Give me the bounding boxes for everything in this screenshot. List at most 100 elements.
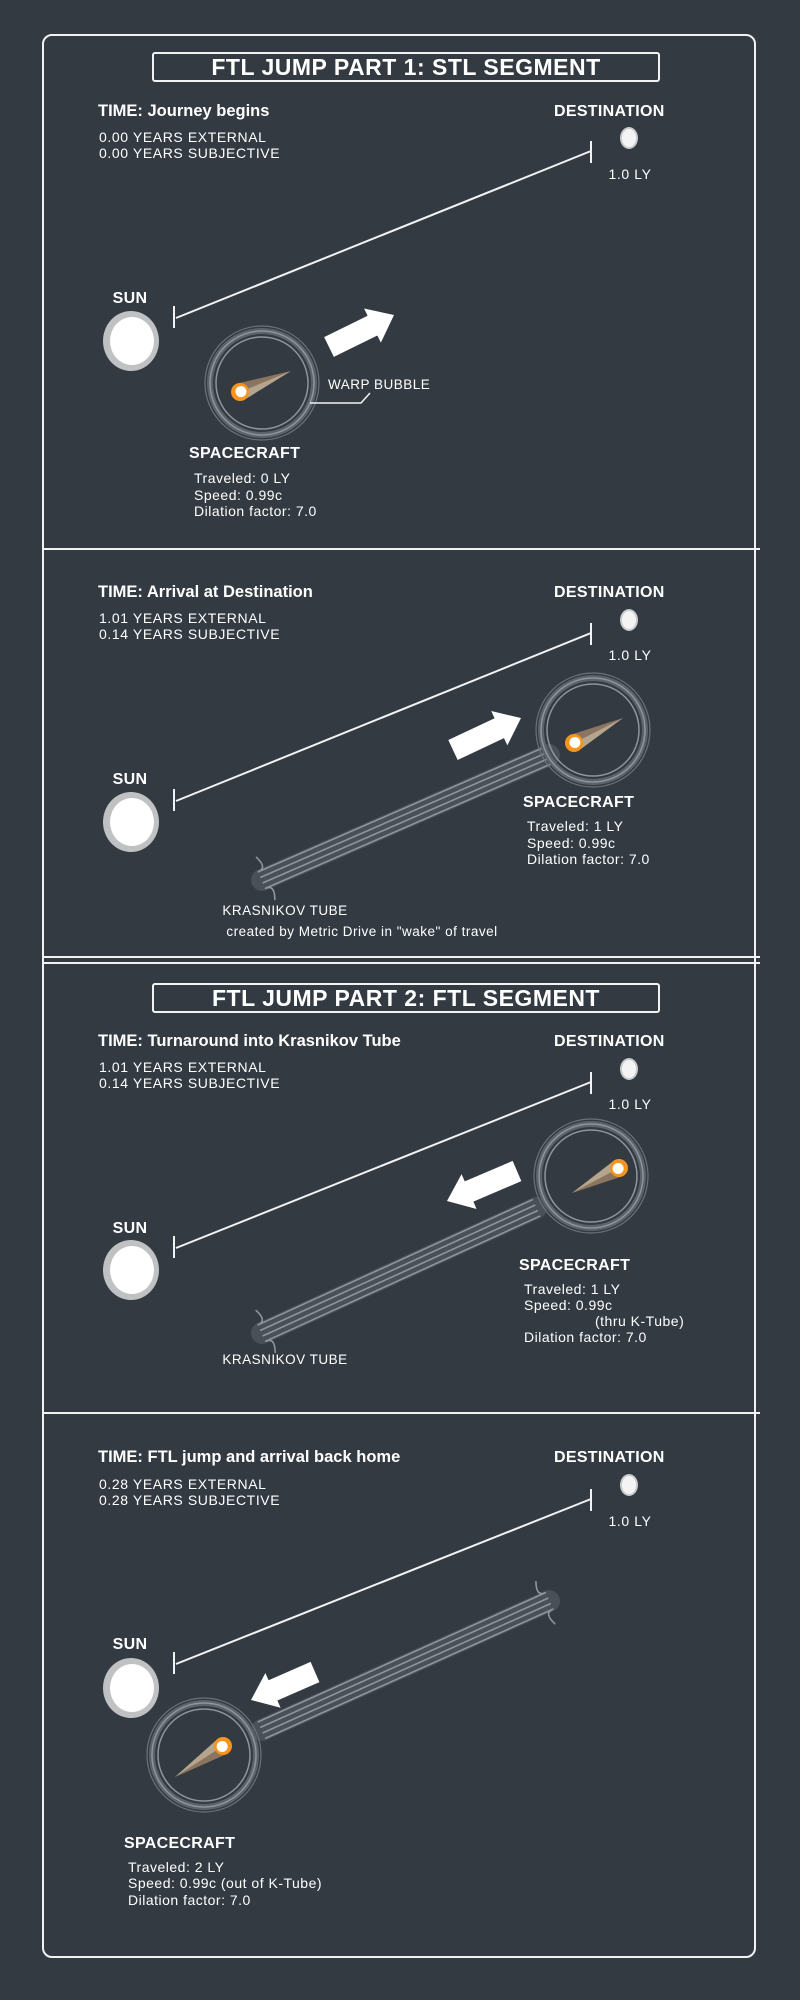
spacecraft-label: SPACECRAFT: [124, 1835, 236, 1852]
subjective-years: 0.14 YEARS SUBJECTIVE: [99, 626, 281, 642]
traveled-stat: Traveled: 1 LY: [524, 1281, 621, 1297]
tube-flare: [264, 886, 276, 901]
tube-flare: [535, 1580, 547, 1595]
bubble-ring: [544, 1129, 638, 1223]
sun-icon: [103, 311, 159, 371]
bubble-ring: [146, 1697, 262, 1813]
bubble-ring: [204, 325, 320, 441]
subjective-years: 0.00 YEARS SUBJECTIVE: [99, 145, 281, 161]
speed-stat: Speed: 0.99c (out of K-Tube): [128, 1875, 323, 1891]
traveled-stat: Traveled: 1 LY: [527, 818, 624, 834]
sun-label: SUN: [112, 290, 148, 307]
distance-line: [173, 1072, 592, 1258]
bubble-ring: [209, 330, 315, 436]
destination-label: DESTINATION: [554, 584, 665, 601]
speed-stat: Speed: 0.99c: [527, 835, 616, 851]
section-title: FTL JUMP PART 1: STL SEGMENT: [152, 52, 660, 82]
bubble-ring: [151, 1702, 257, 1808]
tube-line: [262, 756, 551, 884]
tube-line: [264, 762, 554, 890]
distance-label: 1.0 LY: [608, 1513, 652, 1529]
speed-stat: Speed: 0.99c: [194, 487, 283, 503]
sun-core: [110, 1664, 154, 1712]
bubble-ring: [215, 336, 309, 430]
direction-arrow-icon: [324, 308, 394, 357]
bubble-ring: [535, 672, 651, 788]
distance-line-segment: [175, 1498, 592, 1665]
tube-line: [257, 745, 547, 873]
tube-line: [257, 1199, 534, 1326]
spacecraft-icon: [175, 1737, 232, 1777]
tube-line: [264, 1215, 541, 1342]
tube-line: [259, 1204, 536, 1332]
ship-hull-highlight: [574, 718, 623, 752]
distance-label: 1.0 LY: [608, 166, 652, 182]
dilation-stat: Dilation factor: 7.0: [527, 851, 650, 867]
distance-line-segment: [175, 150, 592, 319]
tube-shadow: [251, 1197, 547, 1344]
star-core: [622, 1476, 636, 1494]
spacecraft-icon: [565, 718, 623, 752]
destination-label: DESTINATION: [554, 103, 665, 120]
tube-line: [262, 1602, 552, 1734]
traveled-stat: Traveled: 2 LY: [128, 1859, 225, 1875]
warp-bubble-label: WARP BUBBLE: [328, 377, 431, 392]
direction-arrow-icon: [448, 711, 521, 760]
sun-core: [110, 798, 154, 846]
tube-line: [257, 1591, 547, 1723]
panel-divider: [42, 1412, 760, 1414]
exhaust-core: [216, 1741, 228, 1753]
spacecraft-label: SPACECRAFT: [519, 1257, 631, 1274]
warp-bubble-icon: [204, 325, 320, 441]
star-core: [622, 129, 636, 147]
star-core: [622, 1060, 636, 1078]
direction-arrow-icon: [447, 1160, 522, 1210]
destination-star-icon: [620, 609, 638, 631]
ship-hull-highlight: [175, 1738, 223, 1777]
speed-note: (thru K-Tube): [595, 1313, 685, 1329]
destination-star-icon: [620, 127, 638, 149]
spacecraft-label: SPACECRAFT: [523, 794, 635, 811]
spacecraft-icon: [231, 371, 291, 401]
sun-label: SUN: [112, 771, 148, 788]
krasnikov-tube: [251, 744, 560, 901]
tube-flare: [264, 1339, 276, 1354]
sun-core: [110, 1246, 154, 1294]
external-years: 0.28 YEARS EXTERNAL: [99, 1476, 267, 1492]
external-years: 0.00 YEARS EXTERNAL: [99, 129, 267, 145]
krasnikov-tube-label: KRASNIKOV TUBE: [222, 903, 348, 918]
diagram-frame: [42, 34, 756, 1958]
external-years: 1.01 YEARS EXTERNAL: [99, 610, 267, 626]
bubble-ring: [533, 1118, 649, 1234]
subjective-years: 0.14 YEARS SUBJECTIVE: [99, 1075, 281, 1091]
destination-star-icon: [620, 1058, 638, 1080]
warp-bubble-icon: [535, 672, 651, 788]
section-title: FTL JUMP PART 2: FTL SEGMENT: [152, 983, 660, 1013]
dilation-stat: Dilation factor: 7.0: [524, 1329, 647, 1345]
bubble-ring: [157, 1708, 251, 1802]
tube-flare: [547, 1608, 556, 1625]
bubble-ring: [546, 683, 640, 777]
warp-bubble-leader-line: [310, 392, 371, 404]
krasnikov-tube: [251, 1580, 560, 1741]
sun-icon: [103, 1240, 159, 1300]
distance-line-segment: [175, 632, 592, 802]
sun-icon: [103, 1658, 159, 1718]
exhaust-core: [569, 737, 581, 749]
sun-icon: [103, 792, 159, 852]
krasnikov-tube-caption: created by Metric Drive in "wake" of tra…: [226, 924, 498, 939]
tube-shadow: [251, 744, 560, 891]
sun-label: SUN: [112, 1220, 148, 1237]
panel-divider: [42, 956, 760, 958]
traveled-stat: Traveled: 0 LY: [194, 470, 291, 486]
direction-arrow-icon: [251, 1661, 320, 1708]
bubble-ring: [540, 677, 646, 783]
tube-shadow: [251, 1590, 560, 1741]
distance-label: 1.0 LY: [608, 647, 652, 663]
dilation-stat: Dilation factor: 7.0: [194, 503, 317, 519]
exhaust-core: [612, 1162, 624, 1174]
dilation-stat: Dilation factor: 7.0: [128, 1892, 251, 1908]
tube-line: [262, 1209, 539, 1337]
exhaust-core: [235, 386, 247, 398]
ship-hull-highlight: [240, 371, 291, 401]
